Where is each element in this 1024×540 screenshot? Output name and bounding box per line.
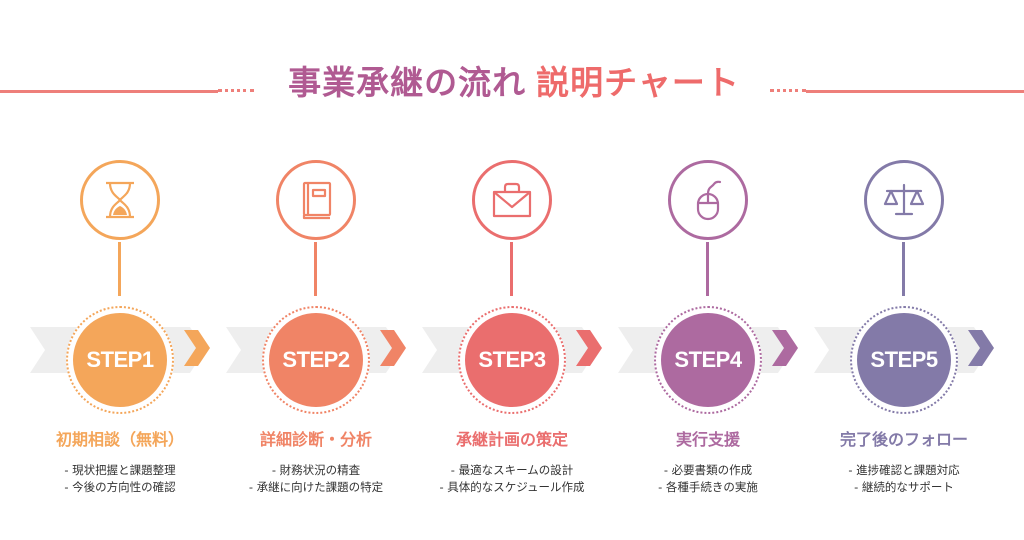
title-dots-left [218, 89, 254, 92]
step-3-arrow-icon [576, 330, 602, 366]
page-title: 事業承継の流れ説明チャート [264, 56, 764, 104]
step-2-label: STEP2 [282, 347, 350, 372]
step-2-bullet-2: - 承継に向けた課題の特定 [248, 480, 384, 494]
step-5-heading: 完了後のフォロー [839, 430, 968, 449]
step-1-label: STEP1 [86, 347, 154, 372]
title-dots-right [770, 89, 806, 92]
step-2-bullets: - 財務状況の精査 - 承継に向けた課題の特定 [218, 462, 414, 496]
step-2-bullet-1: - 財務状況の精査 [271, 463, 361, 477]
step-2: STEP2 詳細診断・分析 - 財務状況の精査 - 承継に向けた課題の特定 [218, 160, 414, 520]
scales-icon [883, 183, 925, 216]
step-2-arrow-icon [380, 330, 406, 366]
step-4-bullet-2: - 各種手続きの実施 [658, 480, 758, 494]
step-4-bullets: - 必要書類の作成 - 各種手続きの実施 [610, 462, 806, 496]
step-4-icon-circle [668, 160, 748, 240]
title-row: 事業承継の流れ説明チャート [0, 52, 1024, 108]
mouse-icon [696, 180, 722, 221]
step-3-connector [510, 242, 513, 296]
step-3-icon-circle [472, 160, 552, 240]
step-5-bullet-1: - 進捗確認と課題対応 [848, 463, 960, 477]
step-1-arrow-icon [184, 330, 210, 366]
step-1-disc: STEP1 [73, 313, 167, 407]
hourglass-icon [106, 181, 134, 219]
step-2-connector [314, 242, 317, 296]
step-5: STEP5 完了後のフォロー - 進捗確認と課題対応 - 継続的なサポート [806, 160, 1002, 520]
step-2-disc: STEP2 [269, 313, 363, 407]
step-3-heading: 承継計画の策定 [455, 430, 568, 449]
step-5-disc: STEP5 [857, 313, 951, 407]
envelope-bag-icon [492, 182, 532, 218]
step-2-icon-circle [276, 160, 356, 240]
step-1-connector [118, 242, 121, 296]
step-3-bullets: - 最適なスキームの設計 - 具体的なスケジュール作成 [414, 462, 610, 496]
step-4-bullet-1: - 必要書類の作成 [663, 463, 753, 477]
step-4-heading: 実行支援 [675, 430, 740, 449]
step-5-icon-circle [864, 160, 944, 240]
title-sub: 説明チャート [536, 63, 740, 102]
step-1-bullets: - 現状把握と課題整理 - 今後の方向性の確認 [22, 462, 218, 496]
step-4-label: STEP4 [674, 347, 742, 372]
step-4-arrow-icon [772, 330, 798, 366]
step-1-heading: 初期相談（無料） [55, 430, 184, 449]
step-5-bullet-2: - 継続的なサポート [854, 480, 954, 494]
step-3-bullet-2: - 具体的なスケジュール作成 [439, 480, 585, 494]
step-3-disc: STEP3 [465, 313, 559, 407]
step-4: STEP4 実行支援 - 必要書類の作成 - 各種手続きの実施 [610, 160, 806, 520]
step-1-icon-circle [80, 160, 160, 240]
step-4-connector [706, 242, 709, 296]
step-2-heading: 詳細診断・分析 [259, 430, 372, 449]
step-5-arrow-icon [968, 330, 994, 366]
title-line-right [806, 90, 1024, 93]
step-1-bullet-1: - 現状把握と課題整理 [64, 463, 176, 477]
title-main: 事業承継の流れ [288, 63, 527, 102]
step-5-bullets: - 進捗確認と課題対応 - 継続的なサポート [806, 462, 1002, 496]
step-3-bullet-1: - 最適なスキームの設計 [450, 463, 574, 477]
step-5-label: STEP5 [870, 347, 938, 372]
title-line-left [0, 90, 218, 93]
step-4-disc: STEP4 [661, 313, 755, 407]
step-5-connector [902, 242, 905, 296]
step-1-bullet-2: - 今後の方向性の確認 [64, 480, 176, 494]
book-icon [302, 181, 332, 220]
step-1: STEP1 初期相談（無料） - 現状把握と課題整理 - 今後の方向性の確認 [22, 160, 218, 520]
step-3: STEP3 承継計画の策定 - 最適なスキームの設計 - 具体的なスケジュール作… [414, 160, 610, 520]
step-3-label: STEP3 [478, 347, 546, 372]
